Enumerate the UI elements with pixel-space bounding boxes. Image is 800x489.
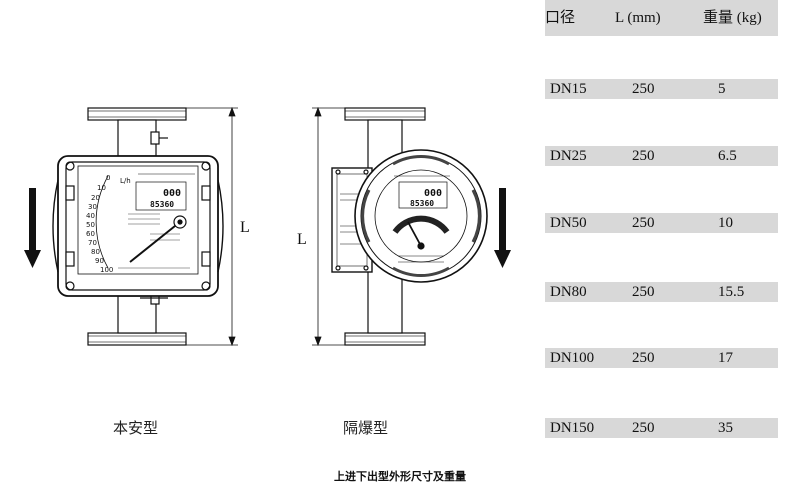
row-length: 250 [632, 81, 655, 97]
scale-10: 10 [97, 184, 106, 192]
left-model-label: 本安型 [113, 419, 159, 437]
row-length: 250 [632, 350, 655, 366]
row-length: 250 [632, 284, 655, 300]
scale-50: 50 [86, 221, 95, 229]
scale-20: 20 [91, 194, 100, 202]
right-lcd: 000 85360 [410, 188, 442, 208]
right-dimension-label: L [297, 231, 307, 248]
scale-60: 60 [86, 230, 95, 238]
row-diameter: DN15 [550, 81, 587, 97]
table-row: DN15 250 5 [545, 79, 778, 99]
table-row: DN80 250 15.5 [545, 282, 778, 302]
row-diameter: DN25 [550, 148, 587, 164]
right-model-label: 隔爆型 [343, 419, 389, 437]
row-weight: 17 [718, 350, 733, 366]
row-weight: 35 [718, 420, 733, 436]
row-length: 250 [632, 215, 655, 231]
scale-70: 70 [88, 239, 97, 247]
figure-caption: 上进下出型外形尺寸及重量 [334, 470, 466, 483]
table-row: DN150 250 35 [545, 418, 778, 438]
scale-40: 40 [86, 212, 95, 220]
left-flow-arrow [24, 188, 41, 268]
lcd-bottom-value: 85360 [150, 200, 174, 209]
row-length: 250 [632, 148, 655, 164]
left-meter [52, 107, 224, 346]
row-weight: 6.5 [718, 148, 737, 164]
scale-30: 30 [88, 203, 97, 211]
row-weight: 15.5 [718, 284, 745, 300]
lcd-bottom-value-right: 85360 [410, 199, 434, 208]
left-lcd: 000 85360 [150, 188, 181, 209]
scale-90: 90 [95, 257, 104, 265]
dial-unit: L/h [120, 177, 131, 185]
left-dimension-label: L [240, 219, 250, 236]
row-diameter: DN50 [550, 215, 587, 231]
table-row: DN50 250 10 [545, 213, 778, 233]
row-diameter: DN150 [550, 420, 595, 436]
row-weight: 5 [718, 81, 726, 97]
spec-table-header: 口径 L (mm) 重量 (kg) [545, 0, 778, 36]
scale-0: 0 [106, 174, 110, 182]
row-diameter: DN80 [550, 284, 587, 300]
row-length: 250 [632, 420, 655, 436]
header-weight: 重量 (kg) [703, 10, 762, 26]
row-weight: 10 [718, 215, 733, 231]
right-meter [331, 107, 488, 346]
right-flow-arrow [494, 188, 511, 268]
row-diameter: DN100 [550, 350, 595, 366]
left-dimension [186, 106, 238, 347]
lcd-top-value-right: 000 [424, 188, 442, 199]
left-dial-scale: 0 10 20 30 40 50 60 70 80 90 100 L/h [86, 174, 131, 274]
scale-80: 80 [91, 248, 100, 256]
header-diameter: 口径 [545, 10, 576, 26]
table-row: DN25 250 6.5 [545, 146, 778, 166]
right-dimension [312, 106, 345, 347]
scale-100: 100 [100, 266, 113, 274]
header-length: L (mm) [615, 10, 661, 26]
table-row: DN100 250 17 [545, 348, 778, 368]
lcd-top-value: 000 [163, 188, 181, 199]
